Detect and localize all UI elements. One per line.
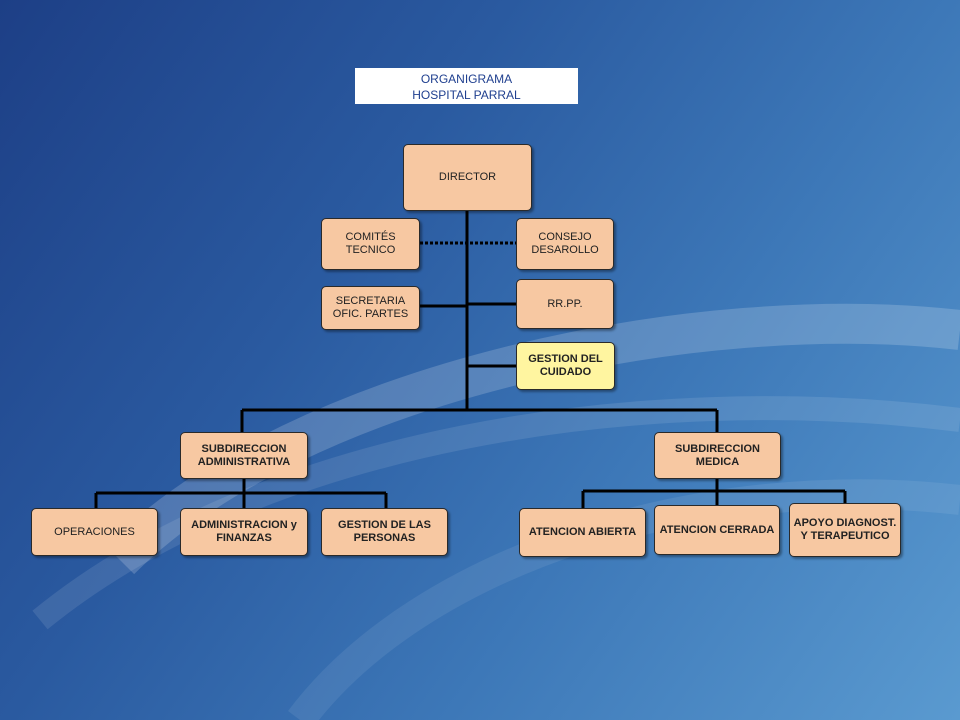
node-subdireccion-administrativa: SUBDIRECCION ADMINISTRATIVA (180, 432, 308, 479)
node-administracion-finanzas: ADMINISTRACION y FINANZAS (180, 508, 308, 556)
node-consejo-desarollo: CONSEJO DESAROLLO (516, 218, 614, 270)
chart-title-line2: HOSPITAL PARRAL (412, 88, 521, 102)
node-atencion-abierta: ATENCION ABIERTA (519, 508, 646, 557)
chart-title: ORGANIGRAMA HOSPITAL PARRAL (355, 68, 578, 104)
chart-title-line1: ORGANIGRAMA (420, 72, 513, 86)
node-subdireccion-medica: SUBDIRECCION MEDICA (654, 432, 781, 479)
node-gestion-cuidado: GESTION DEL CUIDADO (516, 342, 615, 390)
node-director: DIRECTOR (403, 144, 532, 211)
node-operaciones: OPERACIONES (31, 508, 158, 556)
node-gestion-personas: GESTION DE LAS PERSONAS (321, 508, 448, 556)
node-rrpp: RR.PP. (516, 279, 614, 329)
node-atencion-cerrada: ATENCION CERRADA (654, 505, 780, 555)
node-apoyo-diagnostico: APOYO DIAGNOST. Y TERAPEUTICO (789, 503, 901, 557)
node-comite-tecnico: COMITÉS TECNICO (321, 218, 420, 270)
node-secretaria: SECRETARIA OFIC. PARTES (321, 286, 420, 330)
